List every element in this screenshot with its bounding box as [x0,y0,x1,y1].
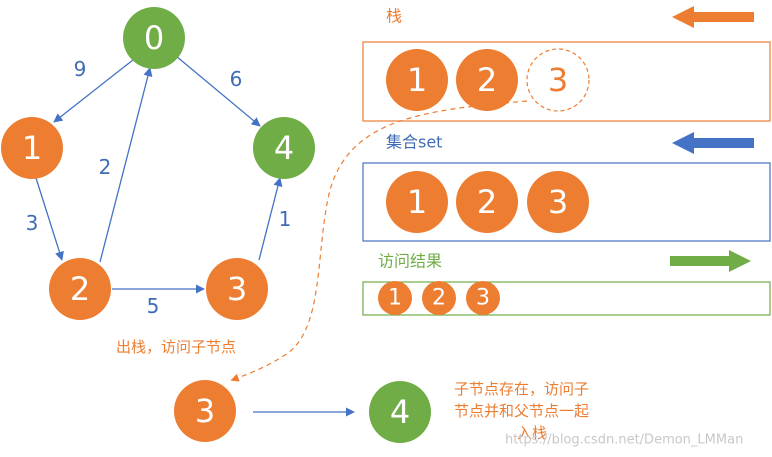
edge-2-0 [99,67,153,263]
svg-text:4: 4 [390,393,410,431]
set-item: 3 [527,171,589,233]
stack-section: 栈 1 2 3 [362,6,771,122]
svg-text:2: 2 [477,61,497,99]
edge-1-2 [35,177,64,261]
svg-text:2: 2 [70,270,90,308]
push-note-line: 节点并和父节点一起 [454,402,589,420]
edge-weight-0-4: 6 [230,67,243,91]
graph-nodes: 0 1 2 3 4 [1,7,315,320]
edge-weight-1-2: 3 [26,211,39,235]
set-label: 集合set [386,133,442,152]
edge-weight-2-0: 2 [99,155,112,179]
svg-text:1: 1 [407,61,427,99]
graph-node-4: 4 [253,117,315,179]
svg-text:4: 4 [274,129,294,167]
svg-text:3: 3 [195,392,215,430]
visit-item: 3 [466,281,500,315]
svg-text:1: 1 [407,183,427,221]
bottom-node-4: 4 [369,381,431,443]
pop-note: 出栈，访问子节点 [116,338,236,356]
stack-item: 1 [386,49,448,111]
svg-text:1: 1 [388,286,402,311]
bottom-node-3: 3 [174,380,236,442]
svg-text:0: 0 [144,19,164,57]
visit-item: 2 [422,281,456,315]
visit-box [362,281,771,316]
svg-text:2: 2 [432,286,446,311]
svg-text:3: 3 [227,270,247,308]
visit-label: 访问结果 [378,252,442,271]
pop-connector-curve [230,100,528,382]
stack-pending-item: 3 [526,48,590,112]
svg-text:3: 3 [476,286,490,311]
watermark: https://blog.csdn.net/Demon_LMMan [505,433,743,448]
set-item: 1 [386,171,448,233]
push-note-line: 入栈 [517,424,547,442]
svg-text:3: 3 [548,183,568,221]
edge-3-4 [258,177,283,261]
edge-weights: 9 6 3 2 5 1 [26,57,292,318]
edge-0-1 [53,55,139,123]
edge-weight-0-1: 9 [74,57,87,81]
svg-text:3: 3 [548,61,568,99]
set-item: 2 [456,171,518,233]
stack-item: 2 [456,49,518,111]
set-section: 集合set 1 2 3 [362,132,771,242]
svg-text:1: 1 [22,129,42,167]
graph-node-0: 0 [123,7,185,69]
svg-text:2: 2 [477,183,497,221]
set-box [362,162,771,242]
push-note: 子节点存在，访问子 节点并和父节点一起 入栈 [454,380,589,442]
edge-weight-3-4: 1 [279,207,292,231]
push-note-line: 子节点存在，访问子 [454,380,589,398]
visit-section: 访问结果 1 2 3 [362,250,771,316]
stack-label: 栈 [386,7,402,26]
graph-node-1: 1 [1,117,63,179]
graph-node-3: 3 [206,258,268,320]
visit-item: 1 [378,281,412,315]
set-arrow-left-icon [672,132,754,154]
stack-arrow-left-icon [672,6,754,28]
graph-edges [35,55,283,294]
visit-arrow-right-icon [670,250,751,272]
bottom-flow: 3 4 [174,380,431,443]
edge-weight-2-3: 5 [147,294,160,318]
edge-0-4 [175,55,261,127]
graph-node-2: 2 [49,258,111,320]
stack-box [362,41,771,122]
